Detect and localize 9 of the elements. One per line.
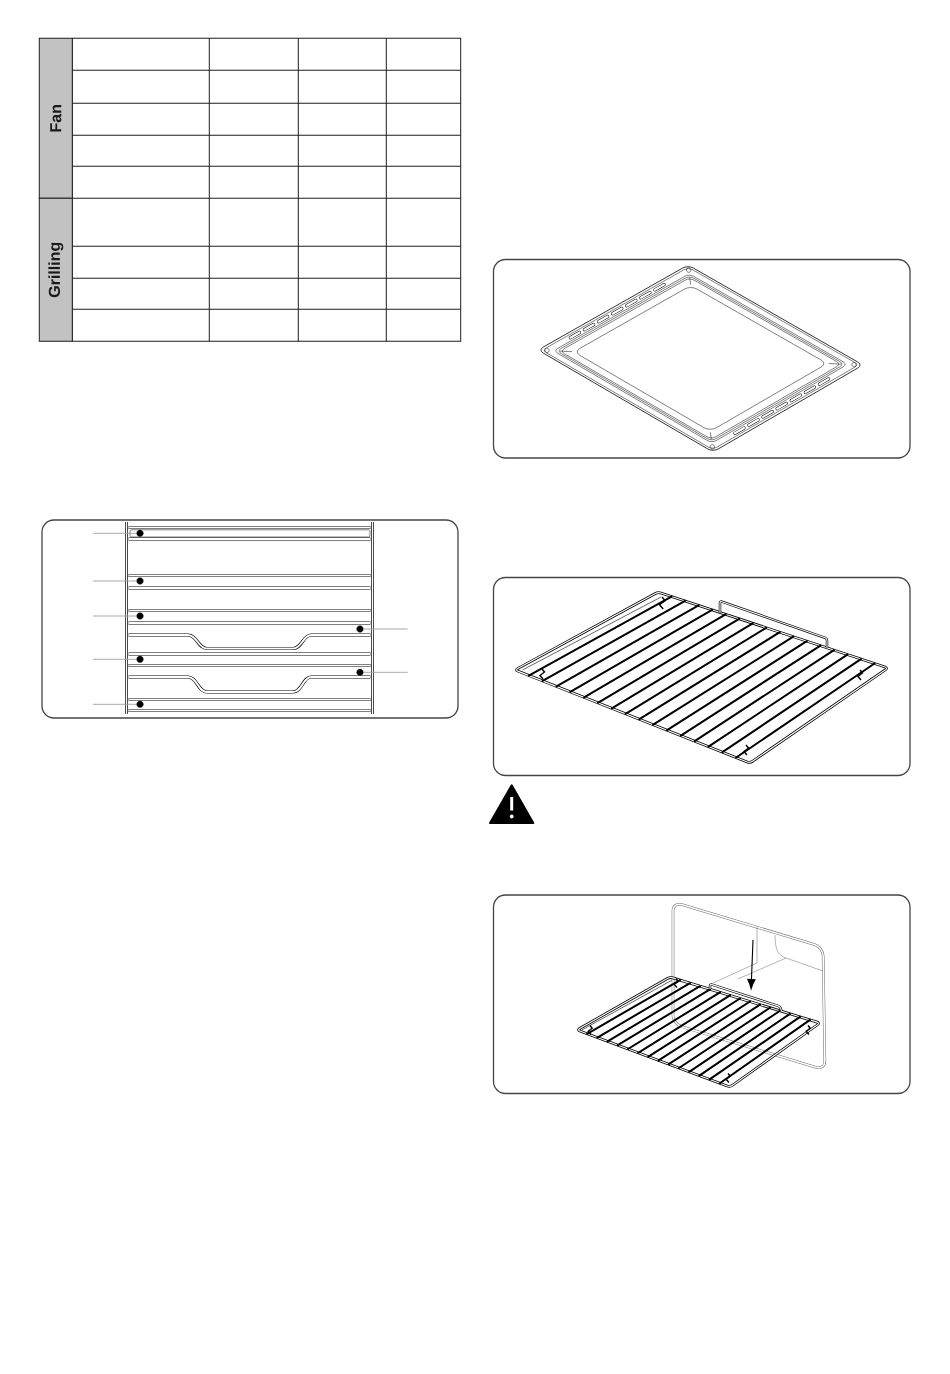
leader-line <box>363 628 409 630</box>
leader-line <box>92 580 137 582</box>
leader-line <box>92 703 137 705</box>
leader-line <box>92 615 137 617</box>
leader-line <box>363 671 409 673</box>
row-group-header: Grilling <box>38 197 73 342</box>
leader-line <box>92 658 137 660</box>
row-group-header: Fan <box>38 37 73 199</box>
leader-line <box>92 532 137 534</box>
